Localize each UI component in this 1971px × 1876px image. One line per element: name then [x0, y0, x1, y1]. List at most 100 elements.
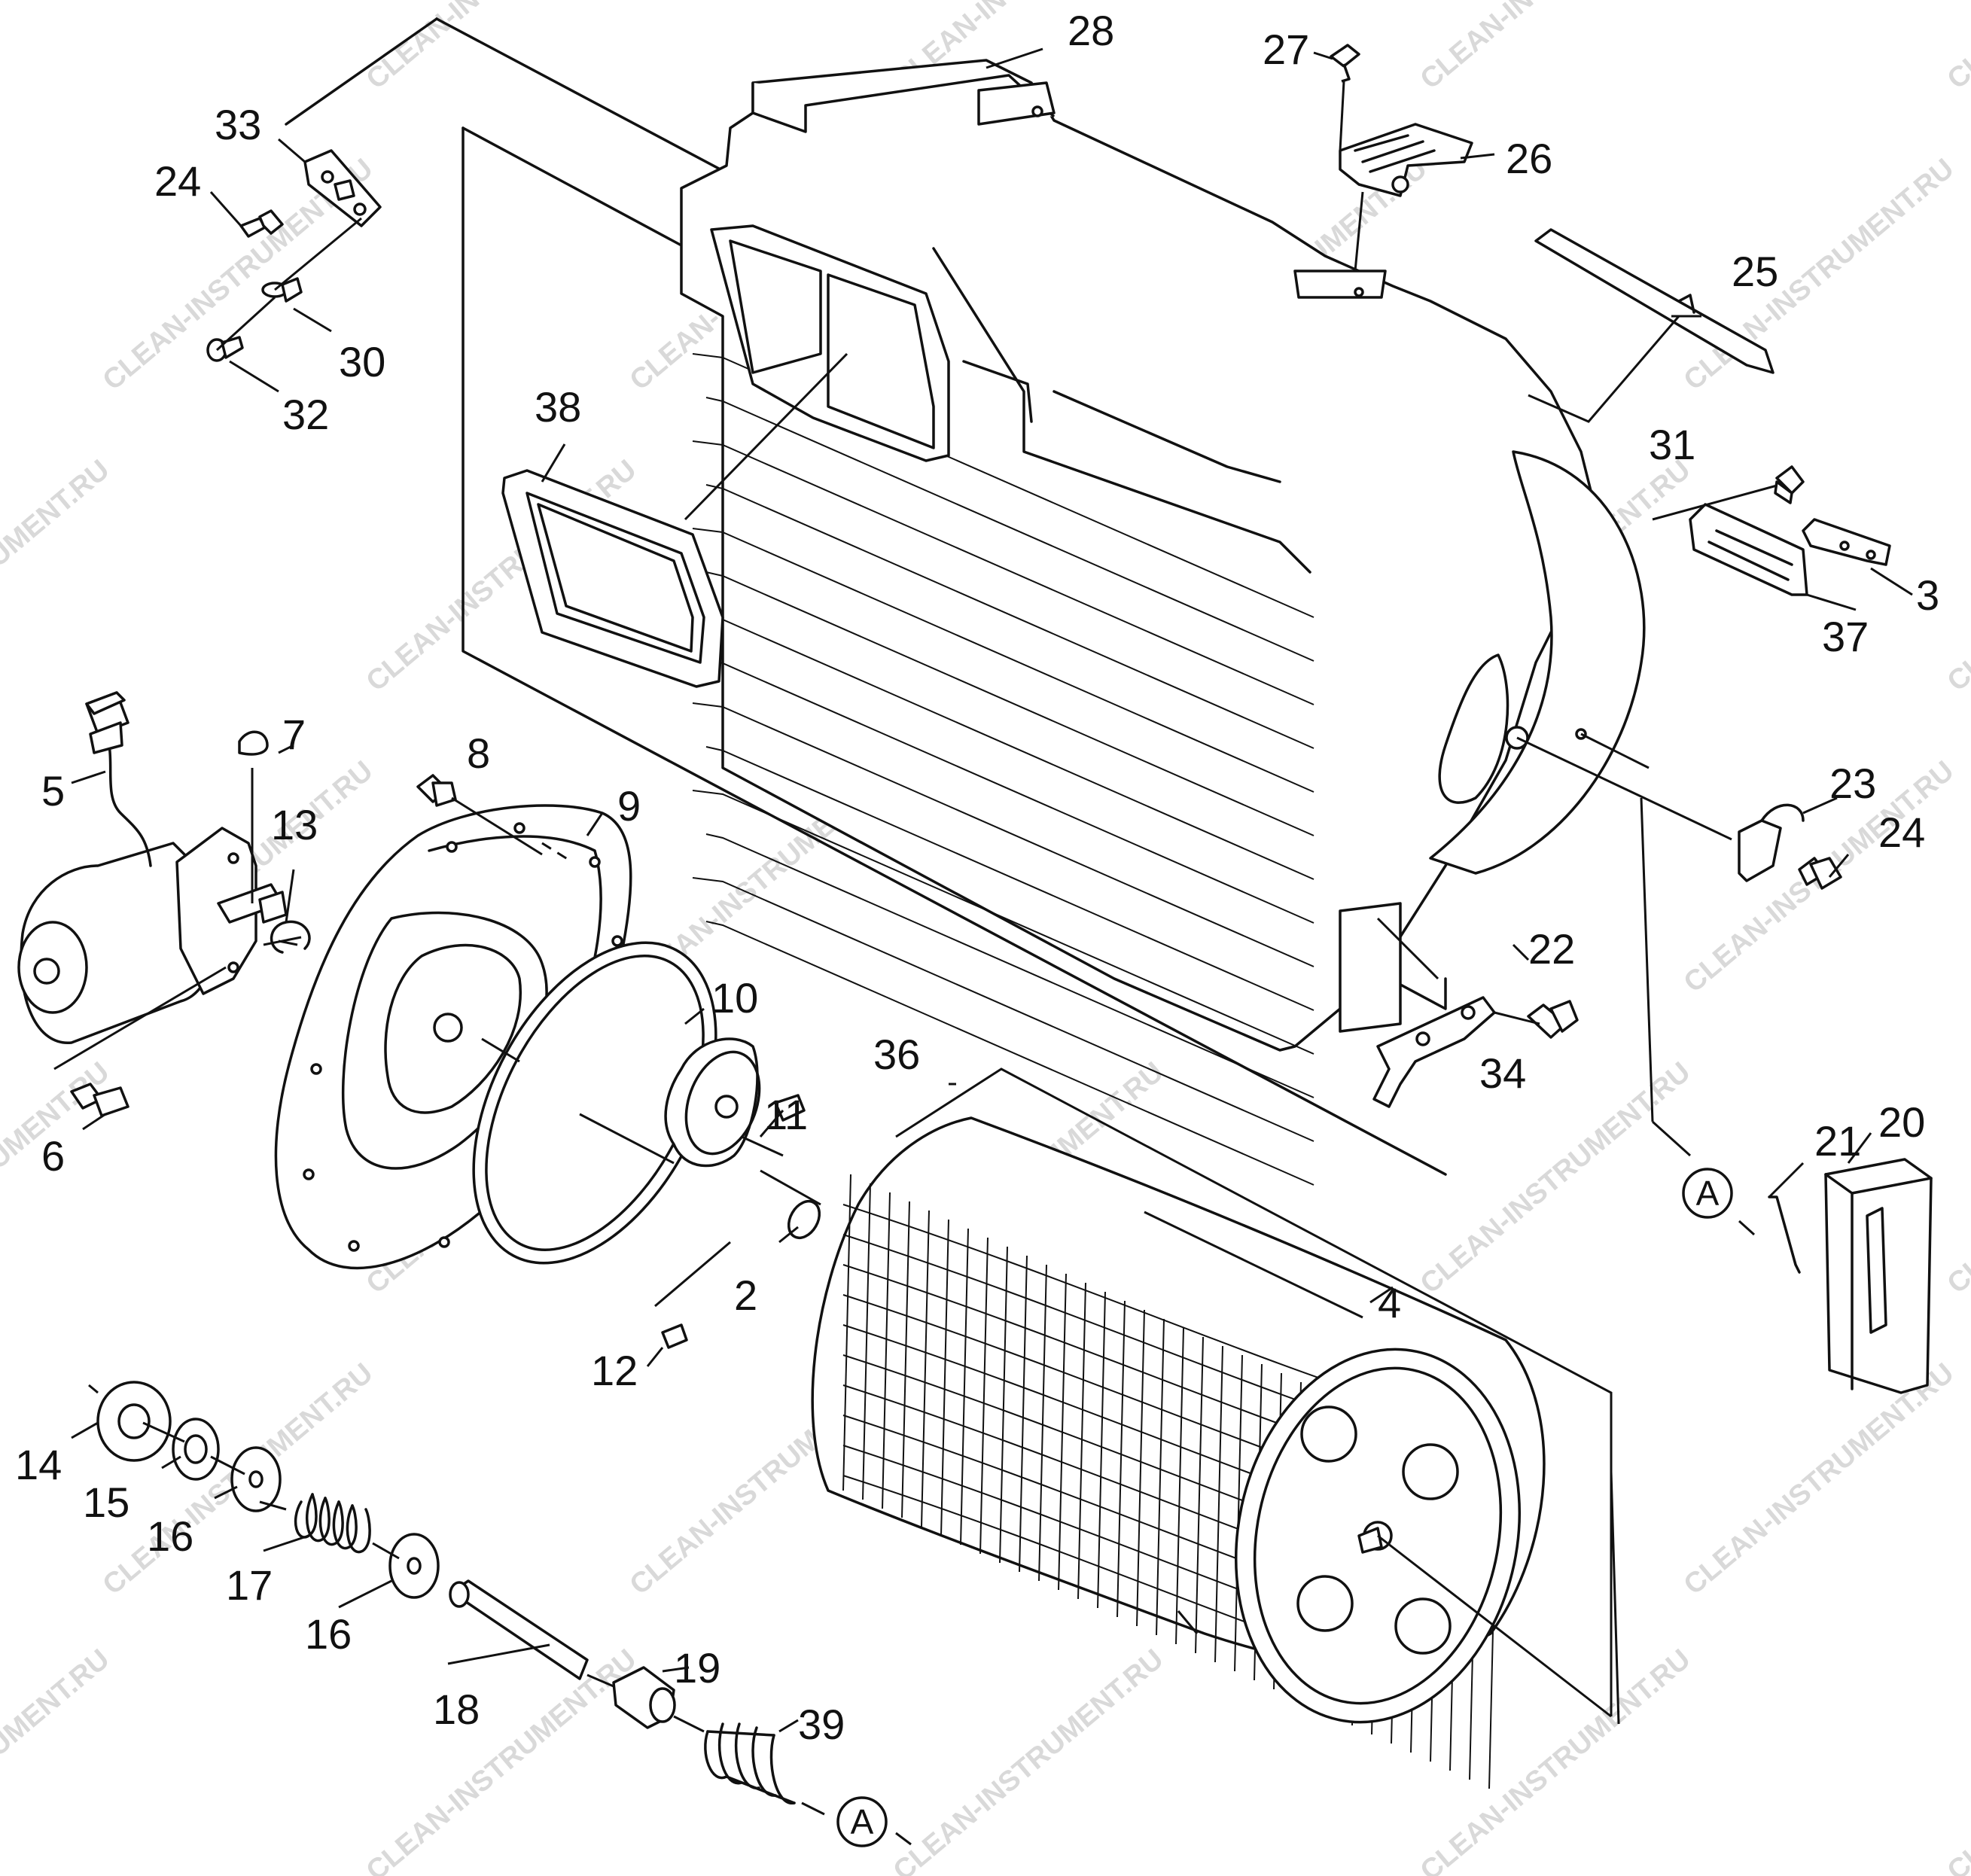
watermark-text: CLEAN-INSTRUMENT.RU — [1415, 1056, 1697, 1300]
callout-39: 39 — [798, 1701, 845, 1748]
housing-rib — [705, 921, 1315, 1186]
snap-ring-13 — [270, 920, 311, 954]
housing-rib — [692, 440, 1315, 705]
watermark-text: CLEAN-INSTRUMENT.RU — [0, 0, 115, 96]
bristle-row — [1156, 1318, 1165, 1636]
watermark-text: CLEAN-INSTRUMENT.RU — [361, 1643, 643, 1876]
housing-rib — [692, 702, 1315, 967]
bristle-row — [1097, 1291, 1106, 1609]
callout-16: 16 — [147, 1512, 193, 1560]
callout-9: 9 — [617, 782, 641, 830]
callout-8: 8 — [467, 729, 490, 777]
shaft-25 — [1534, 228, 1775, 374]
callout-24: 24 — [1878, 809, 1925, 856]
callout-17: 17 — [226, 1561, 273, 1609]
callout-4: 4 — [1378, 1279, 1401, 1326]
watermark-text: CLEAN-INSTRUMENT.RU — [1942, 0, 1971, 96]
bellows-39 — [704, 1722, 796, 1804]
housing-rib — [705, 397, 1315, 662]
housing-rib — [705, 571, 1315, 836]
key-7 — [238, 730, 269, 756]
callout-22: 22 — [1528, 925, 1575, 973]
bristle-row — [1116, 1300, 1126, 1618]
cable-grommet — [261, 277, 303, 303]
watermark-text: CLEAN-INSTRUMENT.RU — [1942, 1056, 1971, 1300]
brush-roller — [811, 1116, 1546, 1789]
bristle-row — [999, 1246, 1008, 1564]
housing-rib — [705, 746, 1315, 1011]
marker-label: A — [1696, 1174, 1720, 1213]
callout-numbers: 28 27 26 33 24 30 32 25 38 31 3 37 7 5 8… — [15, 7, 1939, 1748]
flange-plate — [274, 804, 632, 1270]
screw-24-right — [1798, 857, 1842, 890]
bristle-row — [862, 1183, 871, 1500]
watermark-text: CLEAN-INSTRUMENT.RU — [1942, 454, 1971, 698]
callout-36: 36 — [873, 1031, 920, 1078]
screw-24-top — [239, 209, 284, 238]
bristle-row — [1195, 1336, 1204, 1654]
bristle-row — [842, 1174, 851, 1491]
drive-hub — [664, 1037, 761, 1168]
screw-32 — [206, 336, 244, 362]
callout-27: 27 — [1263, 26, 1309, 73]
bristle-row — [979, 1237, 989, 1555]
screw-34 — [1527, 1000, 1579, 1039]
screw-6 — [70, 1083, 129, 1117]
callout-21: 21 — [1814, 1117, 1861, 1165]
callout-10: 10 — [711, 974, 758, 1022]
watermark-text: CLEAN-INSTRUMENT.RU — [361, 0, 643, 96]
callout-20: 20 — [1878, 1098, 1925, 1146]
callout-18: 18 — [433, 1686, 480, 1733]
window-gasket — [501, 469, 724, 688]
bristle-row — [1038, 1264, 1047, 1582]
callout-38: 38 — [535, 383, 581, 431]
callout-24: 24 — [154, 157, 201, 205]
terminal-plate — [303, 149, 382, 227]
scraper-3 — [1802, 518, 1891, 566]
callout-2: 2 — [734, 1271, 757, 1319]
washer-16-a — [230, 1446, 282, 1512]
callout-31: 31 — [1649, 421, 1695, 468]
watermark-text: CLEAN-INSTRUMENT.RU — [1942, 1643, 1971, 1876]
watermark-text: CLEAN-INSTRUMENT.RU — [1678, 153, 1960, 397]
retaining-ring-2 — [787, 1200, 821, 1239]
callout-37: 37 — [1822, 613, 1869, 660]
marker-label: A — [851, 1802, 874, 1841]
callout-34: 34 — [1479, 1049, 1526, 1097]
callout-33: 33 — [215, 101, 261, 148]
screw-8 — [416, 774, 457, 807]
bracket-23 — [1738, 803, 1805, 882]
lever-22 — [1372, 996, 1496, 1108]
bristle-row — [1214, 1345, 1223, 1663]
callout-7: 7 — [282, 711, 306, 758]
callout-16: 16 — [305, 1610, 352, 1658]
housing-rib — [692, 528, 1315, 793]
housing-rib — [692, 790, 1315, 1055]
bristle-row — [960, 1228, 969, 1546]
clip-26 — [1339, 123, 1473, 197]
bearing-15 — [172, 1418, 220, 1481]
watermark-text: CLEAN-INSTRUMENT.RU — [0, 1643, 115, 1876]
callout-14: 14 — [15, 1441, 62, 1488]
bristle-row — [1136, 1309, 1145, 1627]
axle-18 — [449, 1579, 589, 1680]
screw-31 — [1774, 465, 1805, 504]
callout-6: 6 — [41, 1132, 65, 1180]
bristle-row — [1019, 1255, 1028, 1573]
callout-28: 28 — [1068, 7, 1114, 54]
callout-15: 15 — [83, 1479, 129, 1526]
pin-21 — [1768, 1195, 1801, 1274]
drive-motor — [17, 691, 288, 1044]
watermark-text: CLEAN-INSTRUMENT.RU — [1415, 0, 1697, 96]
housing-rib — [692, 877, 1315, 1142]
washer-16-b — [388, 1533, 440, 1599]
bearing-seat-14 — [96, 1381, 172, 1462]
housing-rib — [692, 353, 1315, 618]
bristle-row — [1175, 1327, 1184, 1645]
watermark-text: CLEAN-INSTRUMENT.RU — [888, 1643, 1170, 1876]
callout-13: 13 — [271, 801, 318, 848]
watermark-text: CLEAN-INSTRUMENT.RU — [0, 454, 115, 698]
watermark-text: CLEAN-INSTRUMENT.RU — [1678, 1357, 1960, 1601]
callout-23: 23 — [1829, 760, 1876, 807]
